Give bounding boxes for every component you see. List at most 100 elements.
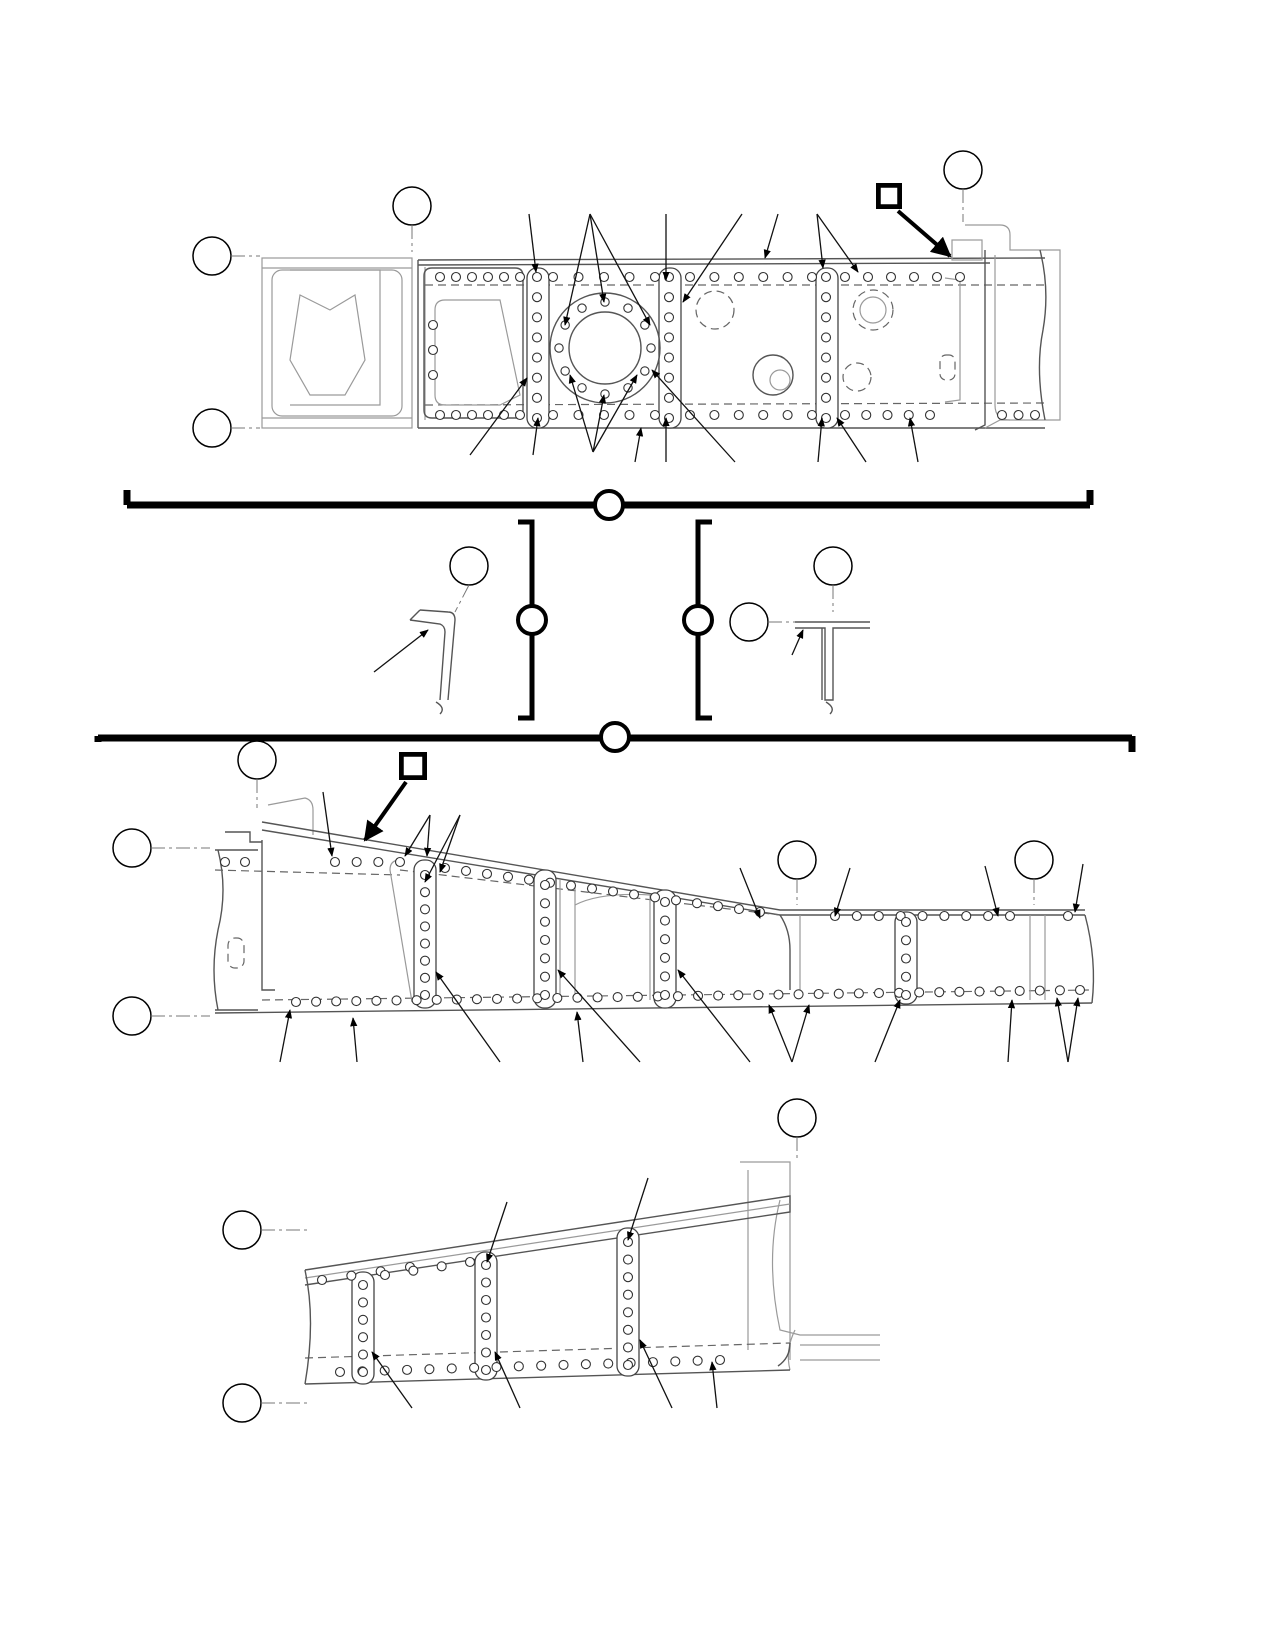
fastener-hole (419, 921, 431, 932)
fastener-hole (851, 910, 862, 922)
fastener-hole (419, 972, 431, 983)
fastener-hole (316, 1274, 328, 1286)
fastener-hole (531, 271, 543, 283)
fastener-hole (482, 271, 494, 283)
lightening-hole (549, 289, 894, 404)
fastener-hole (820, 312, 832, 323)
fastener-hole (558, 1359, 569, 1370)
view-middle-side (112, 740, 1095, 1063)
fastener-hole (531, 352, 543, 363)
fastener-hole (931, 271, 943, 283)
fastener-hole (663, 292, 675, 303)
fastener-hole (813, 988, 824, 1000)
fastener-hole (873, 988, 885, 999)
fastener-hole (498, 271, 510, 283)
fastener-hole (592, 992, 603, 1003)
fastener-hole (714, 1354, 726, 1366)
fastener-hole (670, 895, 682, 906)
fastener-hole (692, 1355, 703, 1366)
fastener-hole (411, 995, 422, 1006)
fastener-hole (659, 896, 671, 908)
fastener-hole (882, 409, 893, 421)
fastener-hole (820, 332, 832, 343)
hole-ring (554, 297, 656, 399)
fastener-hole (531, 332, 543, 343)
fastener-hole (434, 409, 446, 421)
fastener-hole (351, 996, 362, 1007)
fastener-hole (753, 989, 764, 1000)
fastener-hole (623, 303, 633, 313)
view-section-right (729, 546, 870, 715)
fastener-hole (391, 995, 402, 1006)
fastener-hole (806, 271, 818, 283)
fastener-hole (622, 1324, 634, 1335)
fastener-hole (961, 910, 972, 922)
fastener-hole (357, 1366, 369, 1378)
fastener-hole (713, 990, 724, 1001)
fastener-hole (357, 1314, 369, 1325)
fastener-hole (290, 996, 302, 1008)
fastener-hole (577, 303, 587, 313)
stiffeners-upper (526, 267, 839, 429)
fastener-hole (531, 292, 543, 303)
fastener-hole (663, 332, 675, 343)
fastener-hole (622, 1359, 634, 1371)
fastener-hole (632, 991, 643, 1002)
fastener-hole (820, 352, 832, 363)
fastener-hole (1054, 985, 1065, 996)
fastener-hole (480, 1364, 492, 1376)
fastener-hole (239, 856, 251, 868)
fastener-hole (539, 971, 551, 982)
fastener-hole (450, 271, 462, 283)
fastener-hole (900, 953, 912, 964)
fastener-hole (498, 409, 510, 421)
fastener-hole (733, 271, 744, 283)
fastener-hole (446, 1363, 457, 1374)
fastener-hole (357, 1297, 369, 1308)
fastener-hole (334, 1366, 346, 1378)
fastener-hole (600, 389, 610, 399)
callout-balloons-middle (112, 740, 1054, 1036)
fastener-hole (914, 987, 925, 998)
fastener-hole (684, 271, 696, 283)
end-fitting-middle (213, 797, 401, 1011)
fastener-hole (659, 934, 671, 945)
fastener-hole (691, 898, 703, 909)
fastener-hole (531, 312, 543, 323)
fastener-hole (994, 986, 1005, 997)
fastener-hole (464, 1256, 476, 1268)
fastener-hole (861, 409, 872, 421)
fastener-hole (820, 271, 832, 283)
view-lower-side (222, 1098, 880, 1423)
fastener-hole (480, 1347, 492, 1358)
fastener-hole (806, 409, 818, 421)
fastener-hole (900, 971, 912, 982)
fastener-hole (565, 880, 577, 891)
fastener-hole (531, 372, 543, 383)
fastener-hole (903, 409, 914, 421)
fastener-hole (733, 409, 744, 421)
fastener-hole (659, 971, 671, 982)
fastener-hole (419, 989, 431, 1001)
fastener-hole (659, 952, 671, 963)
fastener-hole (480, 1329, 492, 1341)
fastener-hole (419, 904, 431, 915)
fastener-hole (793, 989, 804, 1000)
fastener-hole (580, 1359, 591, 1370)
fastener-hole (481, 868, 493, 879)
fastener-hole (1034, 985, 1045, 996)
fastener-hole (431, 994, 442, 1005)
fastener-hole (424, 1364, 435, 1375)
fastener-hole (539, 879, 551, 891)
section-cut-line-upper (123, 489, 1094, 521)
fastener-hole (373, 856, 384, 868)
locator-arrow-upper (876, 183, 952, 258)
fastener-hole (419, 938, 431, 949)
fastener-hole (554, 343, 564, 353)
fastener-hole (628, 889, 640, 900)
fastener-hole (1029, 409, 1041, 421)
fastener-hole (733, 990, 744, 1001)
fastener-hole (357, 1332, 369, 1343)
fastener-hole (709, 271, 720, 283)
